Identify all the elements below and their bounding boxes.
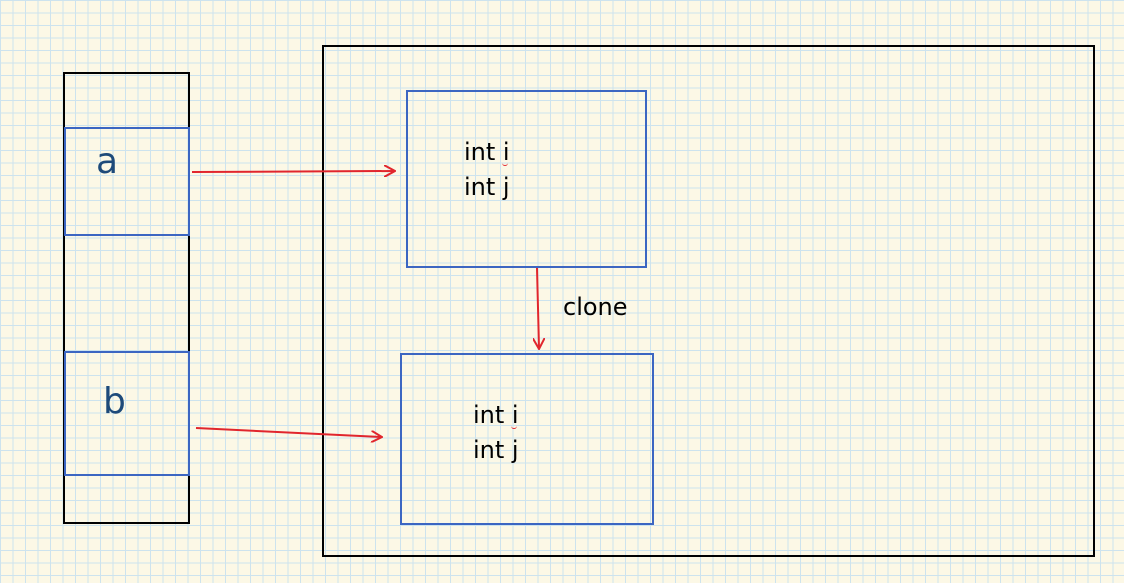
reference-arrow-b bbox=[195, 427, 381, 437]
stack-column bbox=[63, 72, 190, 524]
clone-arrow bbox=[537, 267, 539, 348]
spellcheck-mark bbox=[502, 162, 508, 166]
cloned-object-fields: int i int j bbox=[473, 401, 519, 464]
clone-label: clone bbox=[563, 293, 628, 321]
original-object-box bbox=[406, 90, 647, 268]
stack-slot-b bbox=[64, 351, 190, 476]
spellcheck-mark bbox=[511, 425, 517, 429]
heap-region bbox=[322, 45, 1095, 557]
variable-b-label: b bbox=[103, 381, 126, 422]
original-object-fields: int i int j bbox=[464, 138, 510, 201]
stack-slot-a bbox=[64, 127, 190, 236]
variable-a-label: a bbox=[96, 141, 119, 182]
reference-arrow-a bbox=[191, 171, 394, 172]
cloned-object-box bbox=[400, 353, 654, 525]
